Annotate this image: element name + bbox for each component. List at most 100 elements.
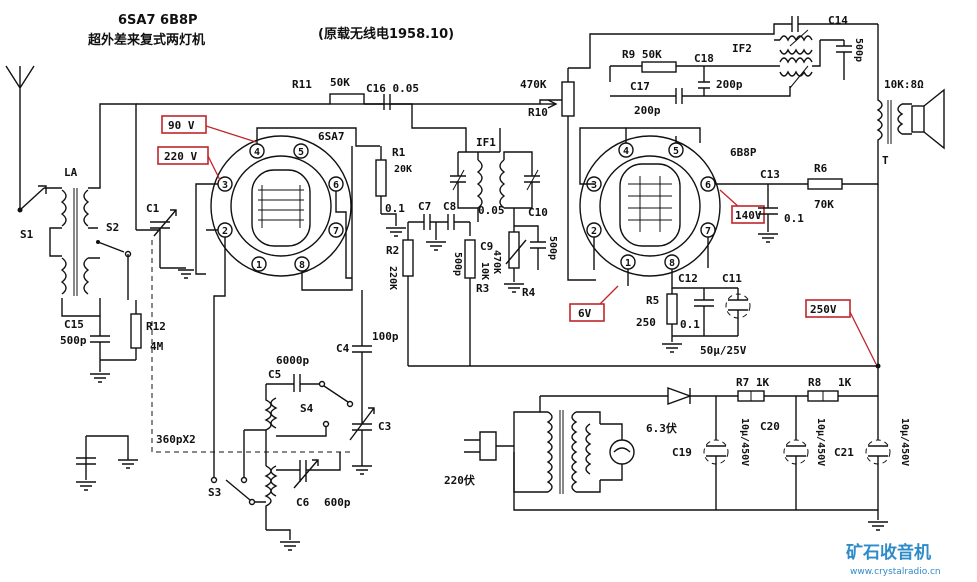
- label-r10: R10: [528, 106, 548, 119]
- ground-icon: [662, 343, 682, 353]
- label-c17: C17: [630, 80, 650, 93]
- svg-text:1: 1: [256, 260, 262, 271]
- watermark-logo: 矿石收音机: [846, 542, 931, 563]
- label-c1: C1: [146, 202, 160, 215]
- ground-icon: [280, 541, 300, 551]
- label-r5: R5: [646, 294, 659, 307]
- svg-text:2: 2: [222, 226, 228, 237]
- label-r9: R9 50K: [622, 48, 662, 61]
- resistor-r5: [666, 288, 678, 336]
- label-c13v: 0.1: [784, 212, 804, 225]
- if-transformer-if1: [450, 128, 540, 209]
- svg-text:1: 1: [625, 258, 631, 269]
- label-s2: S2: [106, 221, 119, 234]
- ground-icon: [868, 521, 888, 531]
- svg-text:7: 7: [705, 226, 711, 237]
- label-r8v: 1K: [838, 376, 852, 389]
- capacitor-c15: [90, 316, 110, 360]
- label-c20v: 10μ/450V: [815, 418, 826, 466]
- label-c12v: 0.1: [680, 318, 700, 331]
- capacitor-c17: [610, 86, 791, 104]
- label-c21: C21: [834, 446, 854, 459]
- voltage-6v: 6V: [578, 307, 592, 320]
- resistor-r3: [464, 239, 476, 366]
- label-s1: S1: [20, 228, 34, 241]
- svg-text:5: 5: [673, 146, 679, 157]
- title-name: 超外差来复式两灯机: [88, 32, 205, 48]
- label-c11v: 50μ/25V: [700, 344, 747, 357]
- label-c8: C8: [443, 200, 456, 213]
- capacitor-c5: [266, 374, 320, 392]
- electrolytic-c19: [703, 439, 729, 510]
- ground-icon: [76, 481, 96, 491]
- label-c4: C4: [336, 342, 350, 355]
- ground-icon: [386, 227, 406, 237]
- tube-6b8p-label: 6B8P: [730, 146, 757, 159]
- resistor-r12: [130, 300, 142, 360]
- ground-icon: [758, 233, 778, 243]
- electrolytic-c20: [783, 439, 809, 510]
- label-c19: C19: [672, 446, 692, 459]
- label-s3: S3: [208, 486, 221, 499]
- label-c17v: 200p: [634, 104, 661, 117]
- label-s4: S4: [300, 402, 314, 415]
- label-if1: IF1: [476, 136, 496, 149]
- label-c14v: 500p: [853, 38, 864, 62]
- label-r10v: 470K: [520, 78, 547, 91]
- label-c6v: 600p: [324, 496, 351, 509]
- coil-osc-2: [254, 446, 300, 530]
- svg-text:7: 7: [333, 226, 339, 237]
- label-c7: C7: [418, 200, 431, 213]
- tube-6sa7-pins: 4 5 3 6 2 7 1 8: [217, 143, 344, 272]
- voltage-140v: 140V: [735, 209, 762, 222]
- speaker-icon: [911, 88, 945, 150]
- svg-text:5: 5: [298, 147, 304, 158]
- label-c7v: 500p: [452, 252, 463, 276]
- label-heater: 6.3伏: [646, 421, 677, 435]
- label-la: LA: [64, 166, 78, 179]
- ground-icon: [504, 283, 524, 293]
- tube-6sa7-label: 6SA7: [318, 130, 345, 143]
- switch-s3: [210, 476, 256, 506]
- switch-s1: [19, 185, 47, 211]
- label-c14: C14: [828, 14, 848, 27]
- coil-osc-1: [243, 384, 278, 478]
- label-r1v: 20K: [394, 164, 412, 175]
- tube-6b8p-pins: 4 5 3 6 2 7 1 8: [586, 142, 716, 270]
- switch-s4: [318, 380, 354, 408]
- svg-text:8: 8: [669, 258, 675, 269]
- mains-plug-icon: [464, 431, 514, 461]
- capacitor-c4: [352, 290, 372, 396]
- title-source: (原载无线电1958.10): [318, 26, 454, 42]
- voltage-box-6v: [569, 303, 605, 322]
- capacitor-c8: [447, 214, 455, 230]
- electrolytic-c21: [865, 439, 891, 520]
- voltage-90v: 90 V: [168, 119, 195, 132]
- label-r12v: 4M: [150, 340, 164, 353]
- tube-6sa7: [210, 135, 352, 277]
- label-t: T: [882, 154, 889, 167]
- diode-icon: [667, 387, 693, 405]
- label-c15v: 500p: [60, 334, 87, 347]
- label-r1b: 0.1: [385, 202, 405, 215]
- label-r8: R8: [808, 376, 821, 389]
- resistor-r2: [402, 222, 414, 366]
- power-transformer: [513, 396, 601, 494]
- label-r1: R1: [392, 146, 406, 159]
- svg-text:4: 4: [254, 147, 260, 158]
- label-mains: 220伏: [444, 473, 475, 487]
- label-c5: C5: [268, 368, 281, 381]
- antenna-icon: [5, 65, 35, 213]
- label-r11v: 50K: [330, 76, 350, 89]
- capacitor-c10: [514, 225, 546, 270]
- label-c4v: 100p: [372, 330, 399, 343]
- capacitor-pad: [76, 457, 96, 465]
- label-r5v: 250: [636, 316, 656, 329]
- variable-capacitor-c3: [349, 396, 375, 466]
- svg-text:6: 6: [705, 180, 711, 191]
- label-c20: C20: [760, 420, 780, 433]
- label-pad: 360pX2: [156, 433, 196, 446]
- label-c9v: 10K: [479, 262, 490, 280]
- label-c21v: 10μ/450V: [899, 418, 910, 466]
